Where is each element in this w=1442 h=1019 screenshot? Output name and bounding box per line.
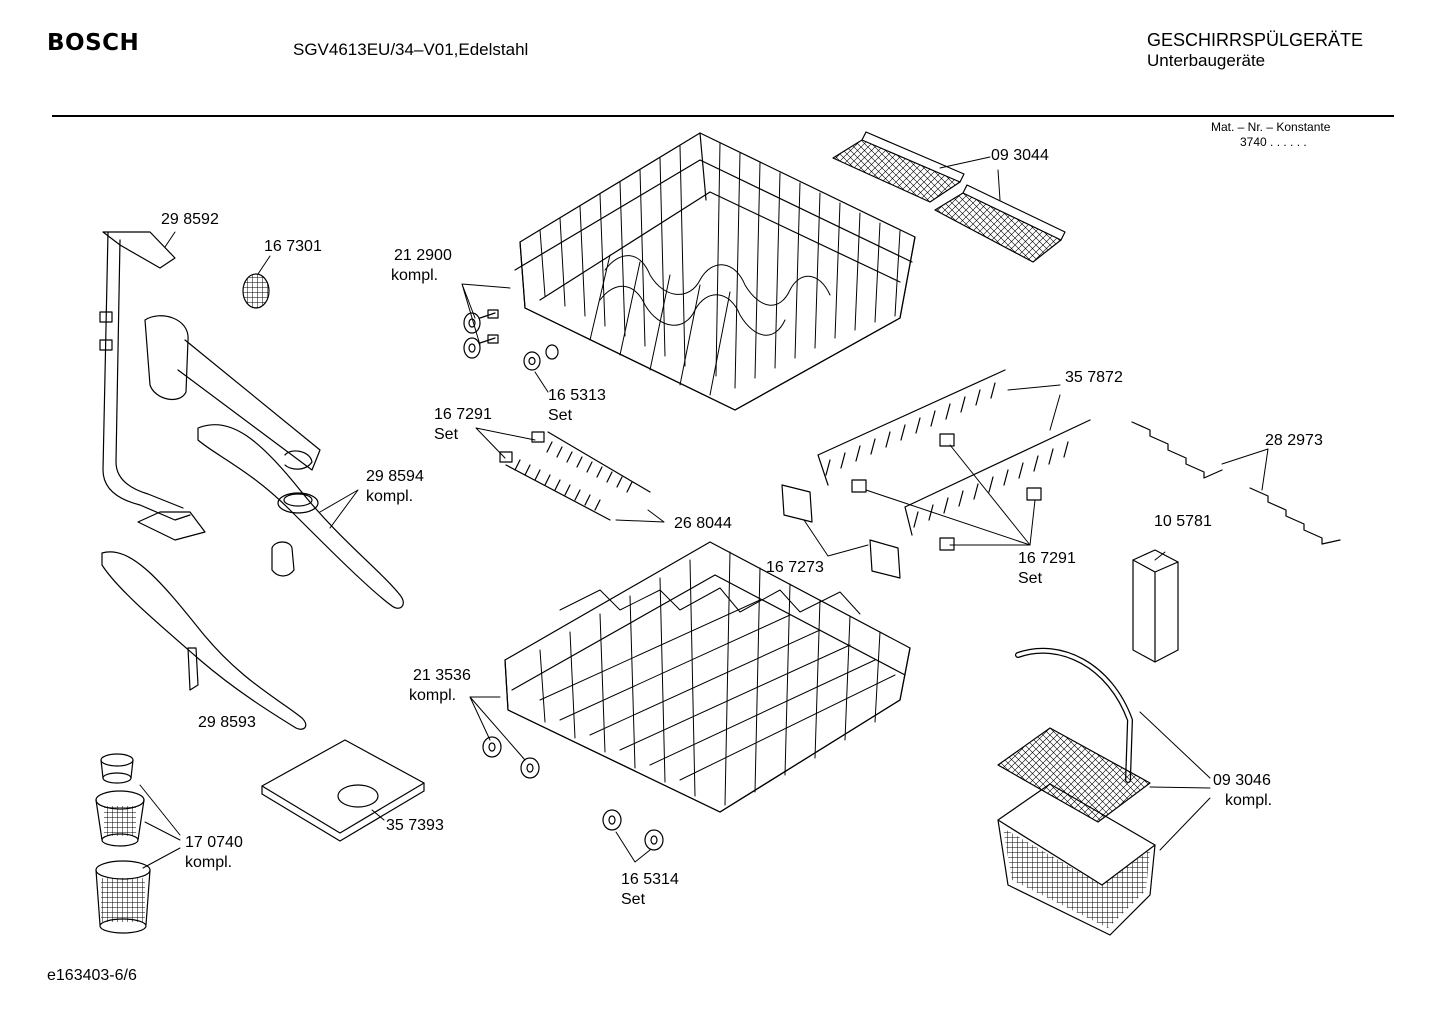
header-rule xyxy=(52,115,1394,117)
upper-basket xyxy=(514,132,916,411)
lower-basket-wheels xyxy=(482,736,664,851)
part-label-357393: 35 7393 xyxy=(386,817,444,834)
cutlery-canister-105781 xyxy=(1132,549,1179,663)
lower-basket xyxy=(504,541,911,813)
cover-plate-357393 xyxy=(261,739,425,842)
spray-arm-hub xyxy=(144,315,321,471)
spray-supply-tube xyxy=(99,231,206,541)
brand-logo: BOSCH xyxy=(47,30,140,56)
fine-filter-170740 xyxy=(95,753,151,934)
part-label-298593: 29 8593 xyxy=(198,714,256,731)
cup-shelf-093044 xyxy=(832,131,1066,263)
part-label-105781: 10 5781 xyxy=(1154,513,1212,530)
part-label-167301: 16 7301 xyxy=(264,238,322,255)
category-subtitle: Unterbaugeräte xyxy=(1147,51,1266,70)
page-reference: e163403-6/6 xyxy=(47,967,137,984)
model-number: SGV4613EU/34–V01,Edelstahl xyxy=(293,40,529,59)
upper-spray-arm-298594 xyxy=(197,424,404,609)
cutlery-basket-093046 xyxy=(997,647,1156,936)
leader-lines xyxy=(139,156,1269,869)
part-label-282973: 28 2973 xyxy=(1265,432,1323,449)
clips-167291 xyxy=(851,433,1042,551)
part-label-268044: 26 8044 xyxy=(674,515,732,532)
mat-number-label: Mat. – Nr. – Konstante xyxy=(1211,120,1331,134)
upper-basket-wheels xyxy=(463,309,499,359)
tine-row-268044 xyxy=(499,431,651,521)
part-label-298592: 29 8592 xyxy=(161,211,219,228)
part-label-093044: 09 3044 xyxy=(991,147,1049,164)
mat-number-value: 3740 . . . . . . xyxy=(1240,135,1307,149)
stepped-rack-282973 xyxy=(1131,421,1341,545)
category-title: GESCHIRRSPÜLGERÄTE xyxy=(1147,30,1364,50)
upper-rollers-165313 xyxy=(523,344,559,371)
tine-rack-357872 xyxy=(817,369,1091,536)
part-label-167273: 16 7273 xyxy=(766,559,824,576)
part-label-357872: 35 7872 xyxy=(1065,369,1123,386)
lower-spray-arm-298593 xyxy=(101,551,307,730)
holder-167273 xyxy=(781,484,901,579)
filter-disc-167301 xyxy=(242,273,270,309)
